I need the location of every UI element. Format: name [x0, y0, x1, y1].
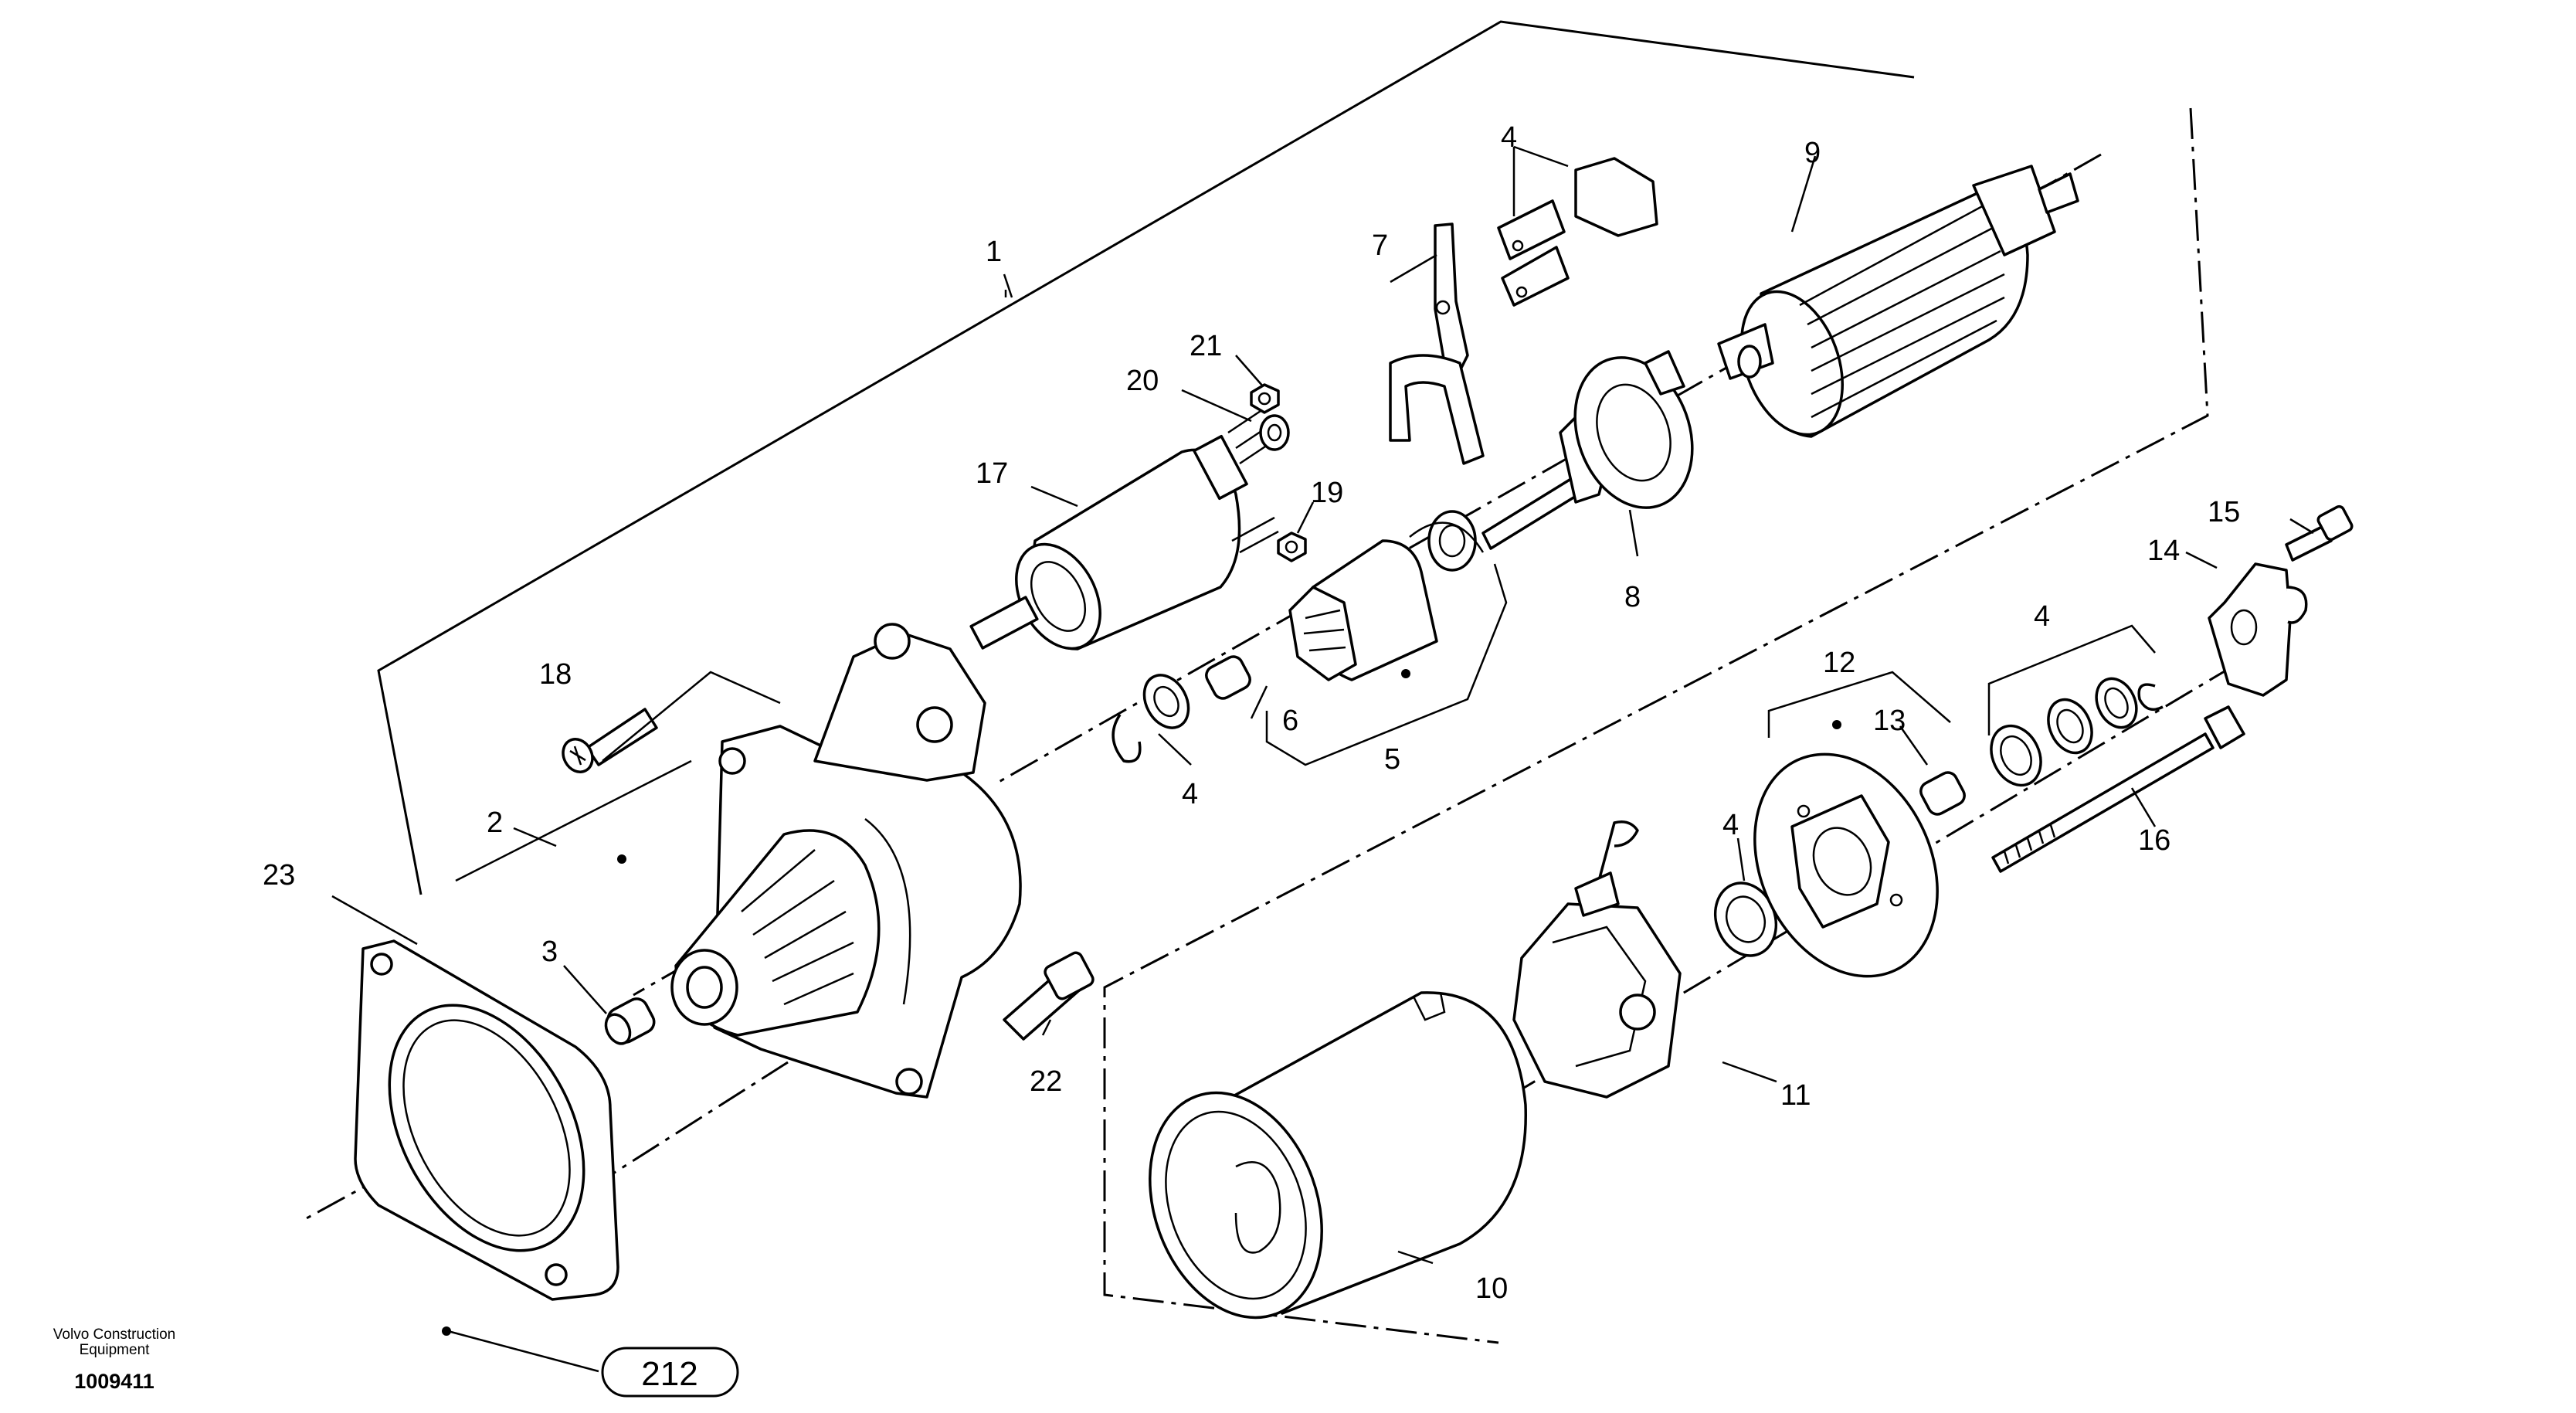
callout-18: 18	[539, 658, 572, 691]
callout-16: 16	[2138, 824, 2170, 857]
publisher-line2: Equipment	[80, 1342, 151, 1358]
callout-8: 8	[1624, 581, 1641, 613]
shaft-8	[1481, 350, 1694, 550]
callout-19: 19	[1311, 477, 1343, 509]
callout-9: 9	[1804, 137, 1821, 169]
callout-23: 23	[263, 859, 295, 892]
callout-15: 15	[2208, 496, 2240, 528]
screw-18	[562, 708, 658, 773]
callout-1: 1	[986, 236, 1002, 268]
screw-15	[2285, 504, 2354, 562]
callout-4d: 4	[2034, 600, 2050, 633]
end-cover-12	[1753, 752, 1939, 978]
callout-3: 3	[541, 936, 558, 968]
ring-4-middle	[1112, 674, 1190, 763]
callout-4c: 4	[1722, 809, 1739, 841]
callout-7: 7	[1372, 229, 1388, 262]
callout-13: 13	[1873, 705, 1906, 737]
brush-holder-11	[1512, 820, 1682, 1099]
washers-4-right	[1990, 677, 2164, 787]
callout-22: 22	[1030, 1065, 1062, 1098]
ring-4-lower	[1713, 881, 1778, 957]
bracket-14	[2208, 562, 2308, 697]
publisher-line1: Volvo Construction	[53, 1326, 175, 1343]
reference-group-number: 212	[641, 1355, 697, 1393]
solenoid-17	[969, 400, 1283, 650]
nut-21	[1250, 383, 1280, 414]
nut-19	[1277, 532, 1307, 562]
callout-5: 5	[1384, 743, 1400, 776]
callout-20: 20	[1126, 365, 1159, 397]
lever-7	[1389, 222, 1485, 465]
bushing-6	[1205, 655, 1251, 700]
through-bolt-16	[1991, 705, 2245, 873]
callout-4a: 4	[1182, 778, 1198, 810]
drive-pinion-5	[1288, 510, 1485, 681]
yoke-10	[1149, 991, 1527, 1320]
callout-17: 17	[976, 457, 1008, 490]
assembly-bracket-1	[377, 20, 1915, 895]
drive-end-housing-2	[670, 623, 1022, 1099]
callout-11: 11	[1780, 1079, 1811, 1112]
bushing-3	[604, 997, 656, 1045]
reference-dots	[442, 669, 1841, 1336]
document-number: 1009411	[74, 1370, 154, 1393]
group-brackets	[455, 563, 2156, 882]
callout-21: 21	[1190, 330, 1222, 362]
callout-4b: 4	[1501, 121, 1517, 154]
leader-lines	[331, 145, 2314, 1373]
callout-12: 12	[1823, 647, 1855, 679]
figure-credit: Volvo Construction Equipment 1009411	[53, 1326, 175, 1393]
callout-labels: 1 2 3 4 4 4 4 5 6 7 8 9 10 11 12 13 14 1…	[263, 121, 2240, 1305]
screw-22	[1003, 951, 1095, 1041]
callout-14: 14	[2147, 535, 2180, 567]
reference-group-badge: 212	[601, 1347, 739, 1398]
gasket-23	[354, 939, 619, 1301]
clip-4-top	[1497, 157, 1658, 307]
washer-20	[1259, 414, 1290, 451]
callout-2: 2	[487, 807, 503, 839]
callout-6: 6	[1282, 705, 1298, 737]
armature-9	[1717, 165, 2079, 438]
callout-10: 10	[1475, 1272, 1508, 1305]
bushing-13	[1919, 771, 1966, 816]
